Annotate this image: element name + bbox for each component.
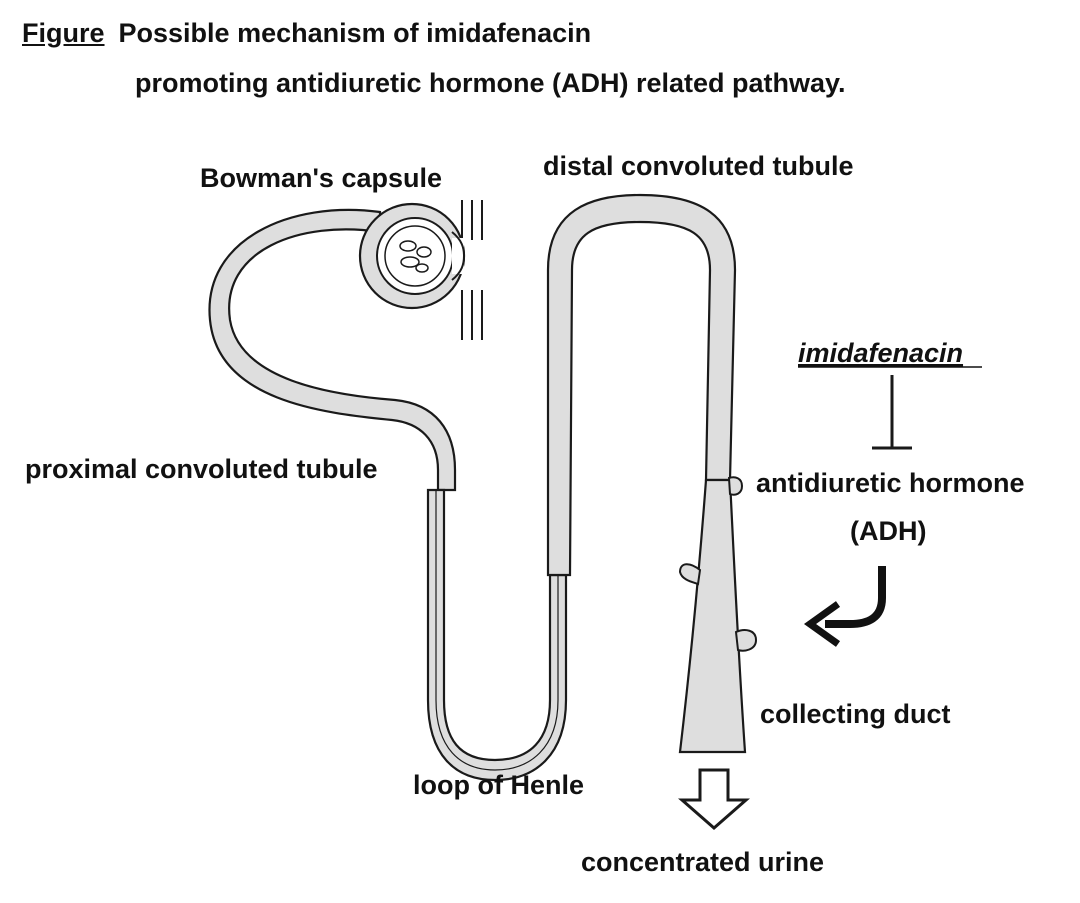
label-drug: imidafenacin <box>798 338 963 368</box>
bowmans-capsule-shape <box>358 202 466 310</box>
figure-title: Figure Possible mechanism of imidafenacin <box>22 18 591 49</box>
duct-branch-1 <box>727 476 744 496</box>
figure-title-line2: promoting antidiuretic hormone (ADH) rel… <box>135 68 846 98</box>
label-distal-tubule: distal convoluted tubule <box>543 151 854 181</box>
inhibition-symbol <box>872 375 912 450</box>
duct-branch-2 <box>678 563 702 586</box>
urine-outflow-arrow <box>678 768 750 830</box>
descending-limb-shape <box>426 488 568 782</box>
label-loop-of-henle: loop of Henle <box>413 770 584 800</box>
afferent-efferent-vessels <box>461 200 483 340</box>
duct-branch-3 <box>734 629 758 652</box>
label-hormone-line2: (ADH) <box>850 516 926 546</box>
label-proximal-tubule: proximal convoluted tubule <box>25 454 378 484</box>
label-collecting-duct: collecting duct <box>760 699 951 729</box>
label-hormone-line1: antidiuretic hormone <box>756 468 1025 498</box>
figure-title-line1: Possible mechanism of imidafenacin <box>118 18 592 48</box>
distal-tubule-shape <box>546 193 737 577</box>
adh-action-arrow <box>803 566 886 647</box>
collecting-duct-shape <box>678 478 747 754</box>
figure-label: Figure <box>22 18 105 48</box>
proximal-tubule-shape <box>208 208 457 492</box>
label-bowmans-capsule: Bowman's capsule <box>200 163 442 193</box>
label-concentrated-urine: concentrated urine <box>581 847 824 877</box>
